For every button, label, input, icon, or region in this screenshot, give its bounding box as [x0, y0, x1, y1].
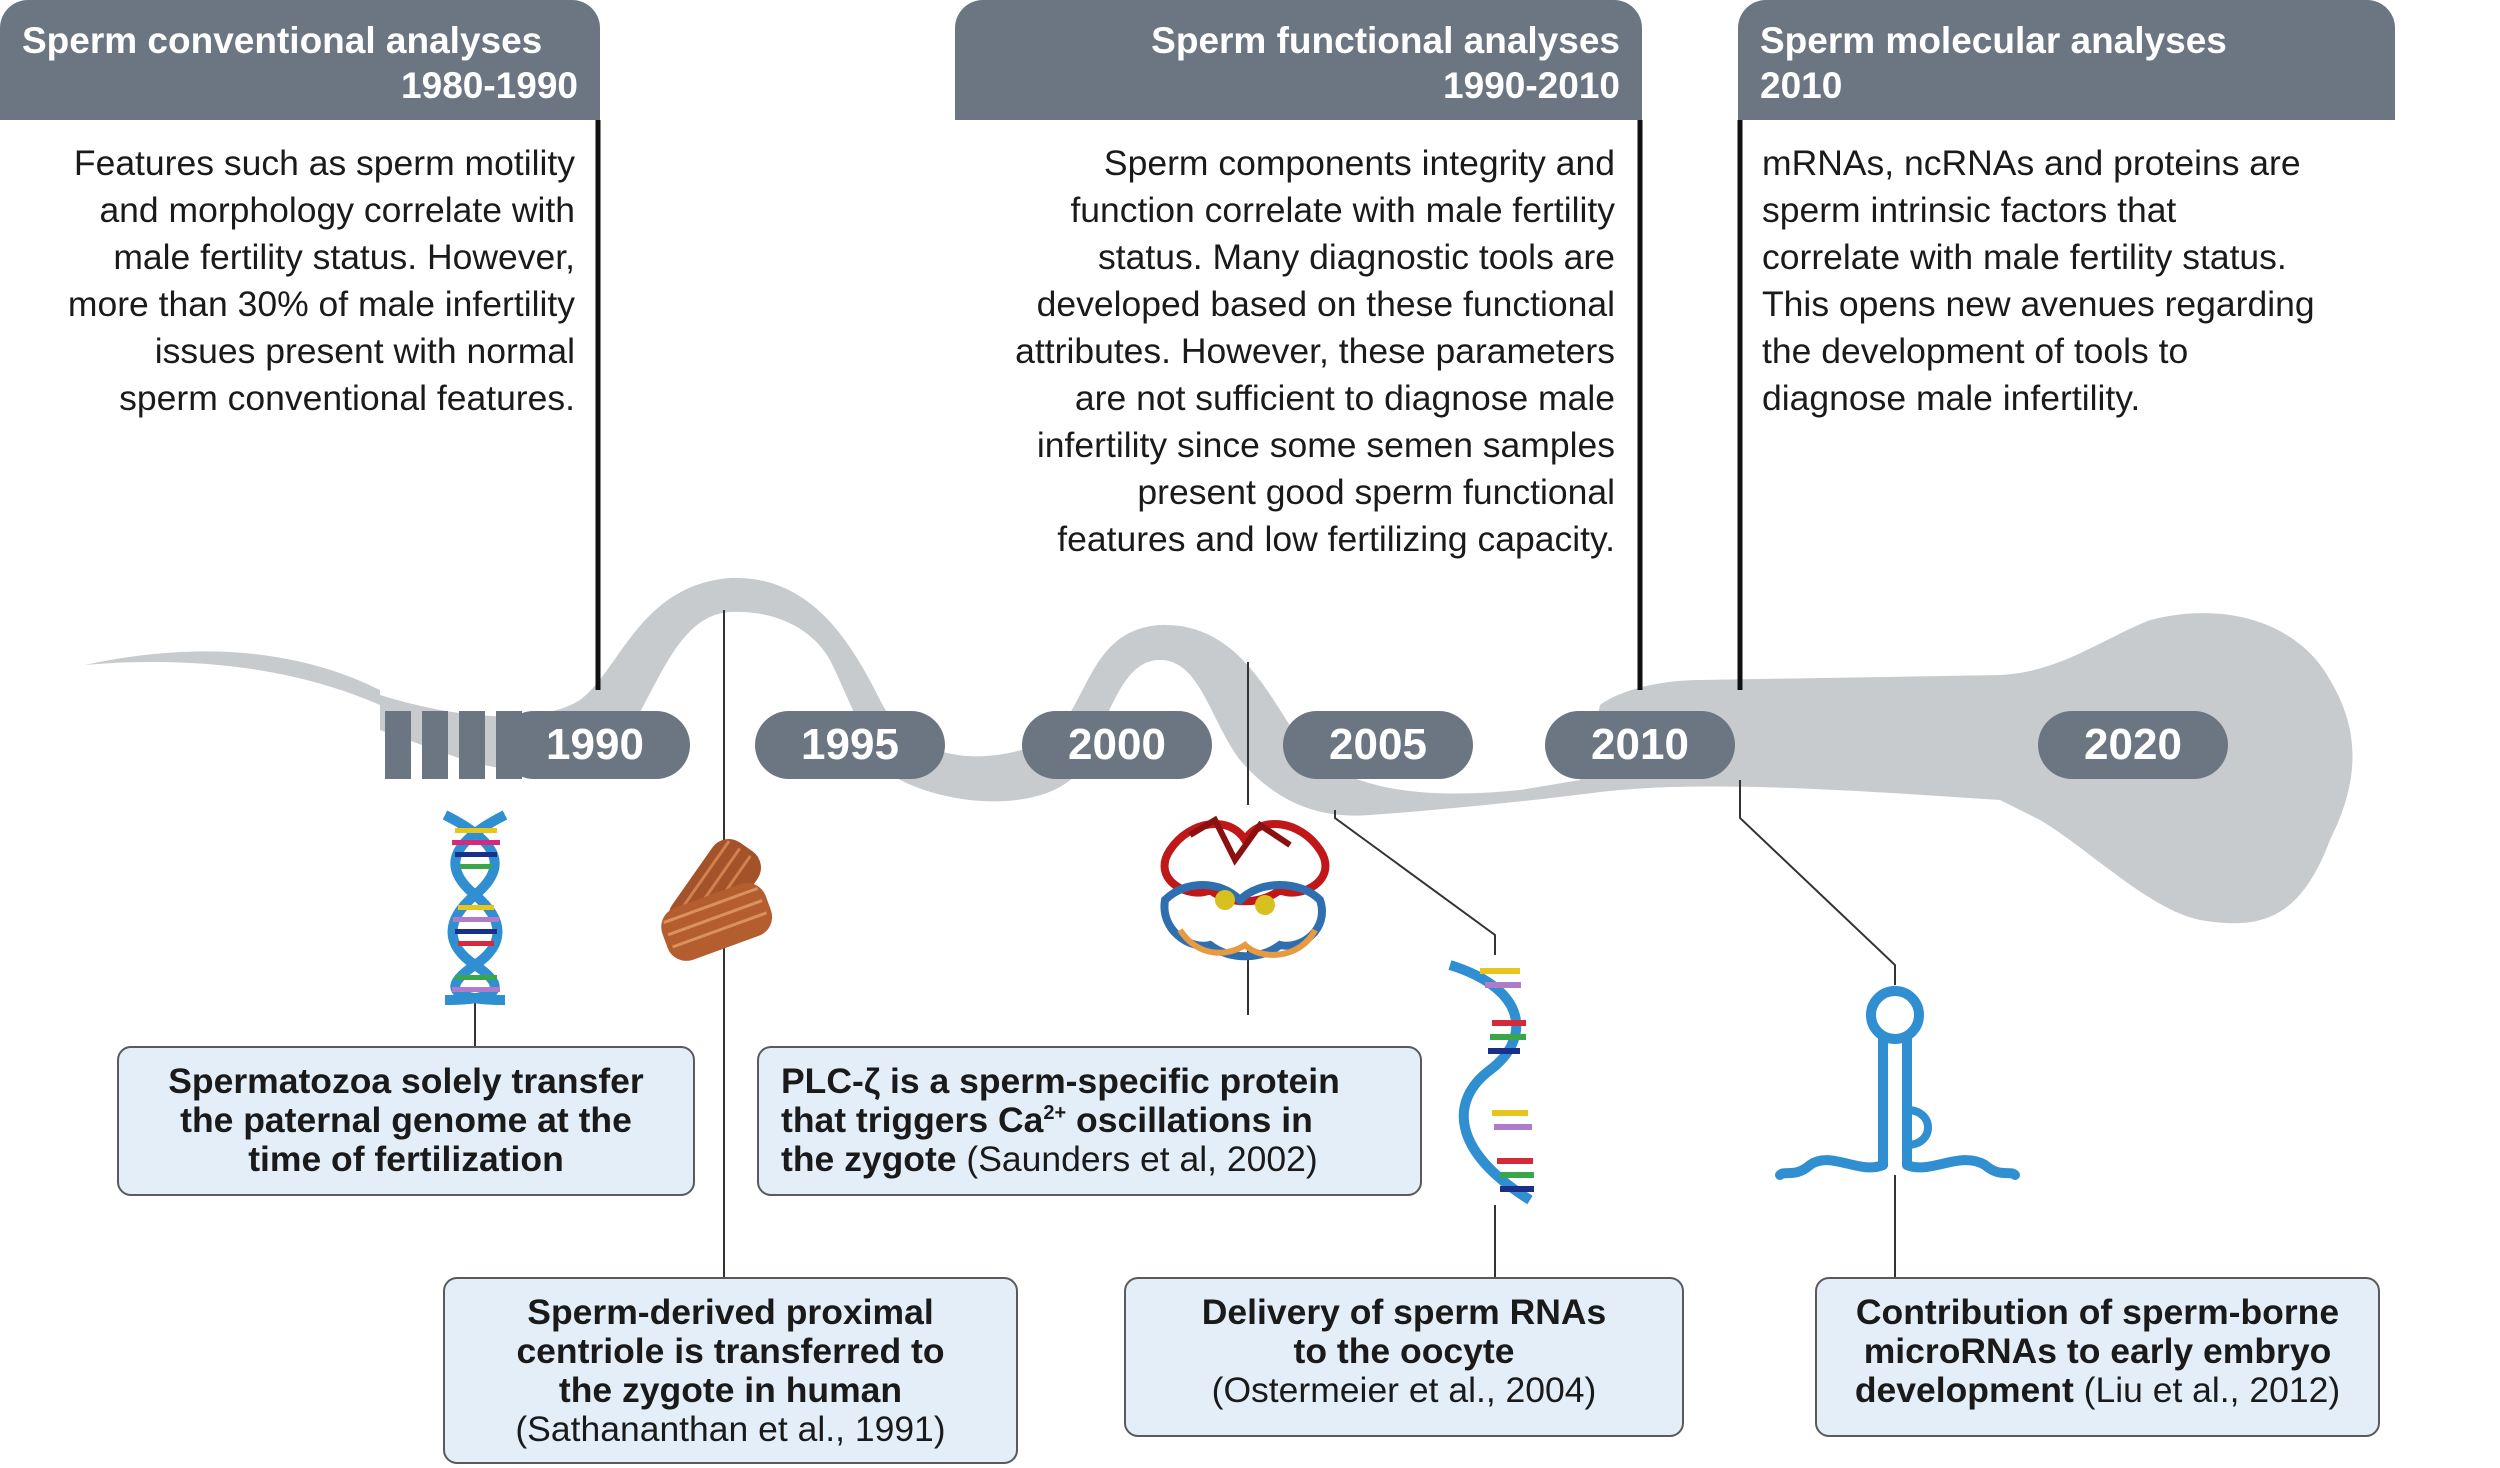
event-line: Delivery of sperm RNAs: [1201, 1292, 1607, 1332]
description-molecular: mRNAs, ncRNAs and proteins are sperm int…: [1762, 140, 2315, 422]
superscript: 2+: [1043, 1102, 1067, 1125]
microrna-hairpin-icon: [1775, 986, 2020, 1180]
desc-line: and morphology correlate with: [99, 190, 575, 230]
event-citation: (Ostermeier et al., 2004): [1211, 1370, 1597, 1410]
header-conventional-years: 1980-1990: [401, 65, 578, 106]
event-line: microRNAs to early embryo: [1863, 1331, 2332, 1371]
desc-line: present good sperm functional: [1137, 472, 1615, 512]
event-box-plc-zeta: PLC-ζ is a sperm-specific protein that t…: [757, 1046, 1422, 1196]
event-line: Contribution of sperm-borne: [1855, 1292, 2340, 1332]
event-citation: (Sathananthan et al., 1991): [515, 1409, 946, 1449]
event-line: development (Liu et al., 2012): [1817, 1371, 2378, 1410]
desc-line: features and low fertilizing capacity.: [1057, 519, 1615, 559]
event-text: development: [1854, 1370, 2074, 1410]
desc-line: more than 30% of male infertility: [67, 284, 575, 324]
desc-line: correlate with male fertility status.: [1762, 237, 2287, 277]
event-text: that triggers Ca: [781, 1100, 1044, 1140]
dna-helix-icon: [442, 810, 508, 1005]
event-line: centriole is transferred to: [516, 1331, 945, 1371]
desc-line: the development of tools to: [1762, 331, 2189, 371]
event-text: oscillations in: [1066, 1100, 1313, 1140]
rna-strand-icon: [1448, 960, 1534, 1205]
event-box-mirna: Contribution of sperm-borne microRNAs to…: [1815, 1277, 2380, 1437]
year-2020: 2020: [2038, 711, 2228, 779]
desc-line: sperm conventional features.: [119, 378, 575, 418]
header-molecular: Sperm molecular analyses 2010: [1738, 0, 2395, 120]
header-functional-title: Sperm functional analyses: [1151, 20, 1620, 61]
desc-line: male fertility status. However,: [113, 237, 575, 277]
header-molecular-title: Sperm molecular analyses: [1760, 20, 2227, 61]
year-2010: 2010: [1545, 711, 1735, 779]
desc-line: diagnose male infertility.: [1762, 378, 2141, 418]
centriole-icon: [661, 839, 773, 961]
desc-line: infertility since some semen samples: [1036, 425, 1615, 465]
header-functional: Sperm functional analyses 1990-2010: [955, 0, 1642, 120]
event-citation: (Saunders et al, 2002): [956, 1139, 1318, 1179]
year-1995: 1995: [755, 711, 945, 779]
year-1990: 1990: [500, 711, 690, 779]
desc-line: issues present with normal: [154, 331, 575, 371]
event-line: that triggers Ca2+ oscillations in: [781, 1101, 1420, 1140]
header-functional-years: 1990-2010: [1443, 65, 1620, 106]
header-conventional-title: Sperm conventional analyses: [22, 20, 543, 61]
event-line: the zygote in human: [558, 1370, 903, 1410]
sperm-silhouette: [85, 577, 2353, 924]
event-line: to the oocyte: [1293, 1331, 1515, 1371]
desc-line: This opens new avenues regarding: [1762, 284, 2315, 324]
event-line: PLC-ζ is a sperm-specific protein: [781, 1061, 1340, 1101]
event-box-rna: Delivery of sperm RNAs to the oocyte (Os…: [1124, 1277, 1684, 1437]
desc-line: mRNAs, ncRNAs and proteins are: [1762, 143, 2301, 183]
description-conventional: Features such as sperm motility and morp…: [68, 140, 575, 422]
year-2005: 2005: [1283, 711, 1473, 779]
event-citation: (Liu et al., 2012): [2073, 1370, 2341, 1410]
desc-line: Sperm components integrity and: [1103, 143, 1615, 183]
desc-line: attributes. However, these parameters: [1015, 331, 1615, 371]
event-line: the zygote (Saunders et al, 2002): [781, 1140, 1420, 1179]
header-molecular-years: 2010: [1760, 65, 1843, 106]
event-box-genome: Spermatozoa solely transfer the paternal…: [117, 1046, 695, 1196]
event-line: Spermatozoa solely transfer: [168, 1061, 644, 1101]
desc-line: developed based on these functional: [1036, 284, 1615, 324]
header-conventional: Sperm conventional analyses 1980-1990: [0, 0, 600, 120]
desc-line: function correlate with male fertility: [1070, 190, 1615, 230]
desc-line: are not sufficient to diagnose male: [1074, 378, 1615, 418]
event-line: the paternal genome at the: [180, 1100, 632, 1140]
event-line: Sperm-derived proximal: [527, 1292, 934, 1332]
year-2000: 2000: [1022, 711, 1212, 779]
description-functional: Sperm components integrity and function …: [1015, 140, 1615, 563]
desc-line: sperm intrinsic factors that: [1762, 190, 2177, 230]
event-line: time of fertilization: [248, 1139, 564, 1179]
desc-line: Features such as sperm motility: [73, 143, 575, 183]
desc-line: status. Many diagnostic tools are: [1098, 237, 1615, 277]
event-text: the zygote: [781, 1139, 957, 1179]
header-connectors: [595, 120, 1743, 690]
event-box-centriole: Sperm-derived proximal centriole is tran…: [443, 1277, 1018, 1464]
plc-zeta-protein-icon: [1160, 815, 1330, 961]
